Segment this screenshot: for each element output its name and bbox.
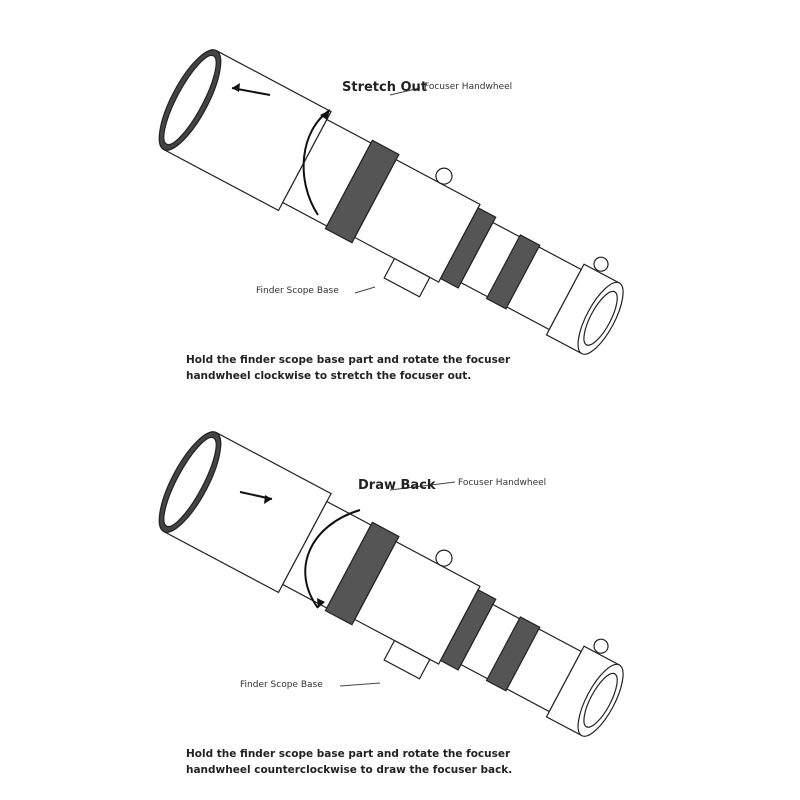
caption-line: Hold the finder scope base part and rota… [186, 748, 511, 760]
instruction-caption: Hold the finder scope base part and rota… [186, 746, 512, 778]
stretch-out-title: Stretch Out [342, 80, 428, 95]
instruction-caption: Hold the finder scope base part and rota… [186, 352, 510, 384]
telescope-illustration [158, 431, 624, 737]
telescope-illustration [158, 49, 624, 355]
finder-scope-base-label: Finder Scope Base [256, 286, 339, 296]
caption-line: handwheel clockwise to stretch the focus… [186, 370, 472, 382]
draw-back-title: Draw Back [358, 478, 436, 493]
finder-scope-base-label: Finder Scope Base [240, 680, 323, 690]
draw-back-panel: Draw Back Focuser Handwheel Finder Scope… [0, 400, 800, 800]
caption-line: Hold the finder scope base part and rota… [186, 354, 511, 366]
caption-line: handwheel counterclockwise to draw the f… [186, 764, 513, 776]
focuser-handwheel-label: Focuser Handwheel [424, 82, 513, 92]
focuser-handwheel-label: Focuser Handwheel [458, 478, 547, 488]
stretch-out-panel: Stretch Out Focuser Handwheel Finder Sco… [158, 49, 624, 384]
